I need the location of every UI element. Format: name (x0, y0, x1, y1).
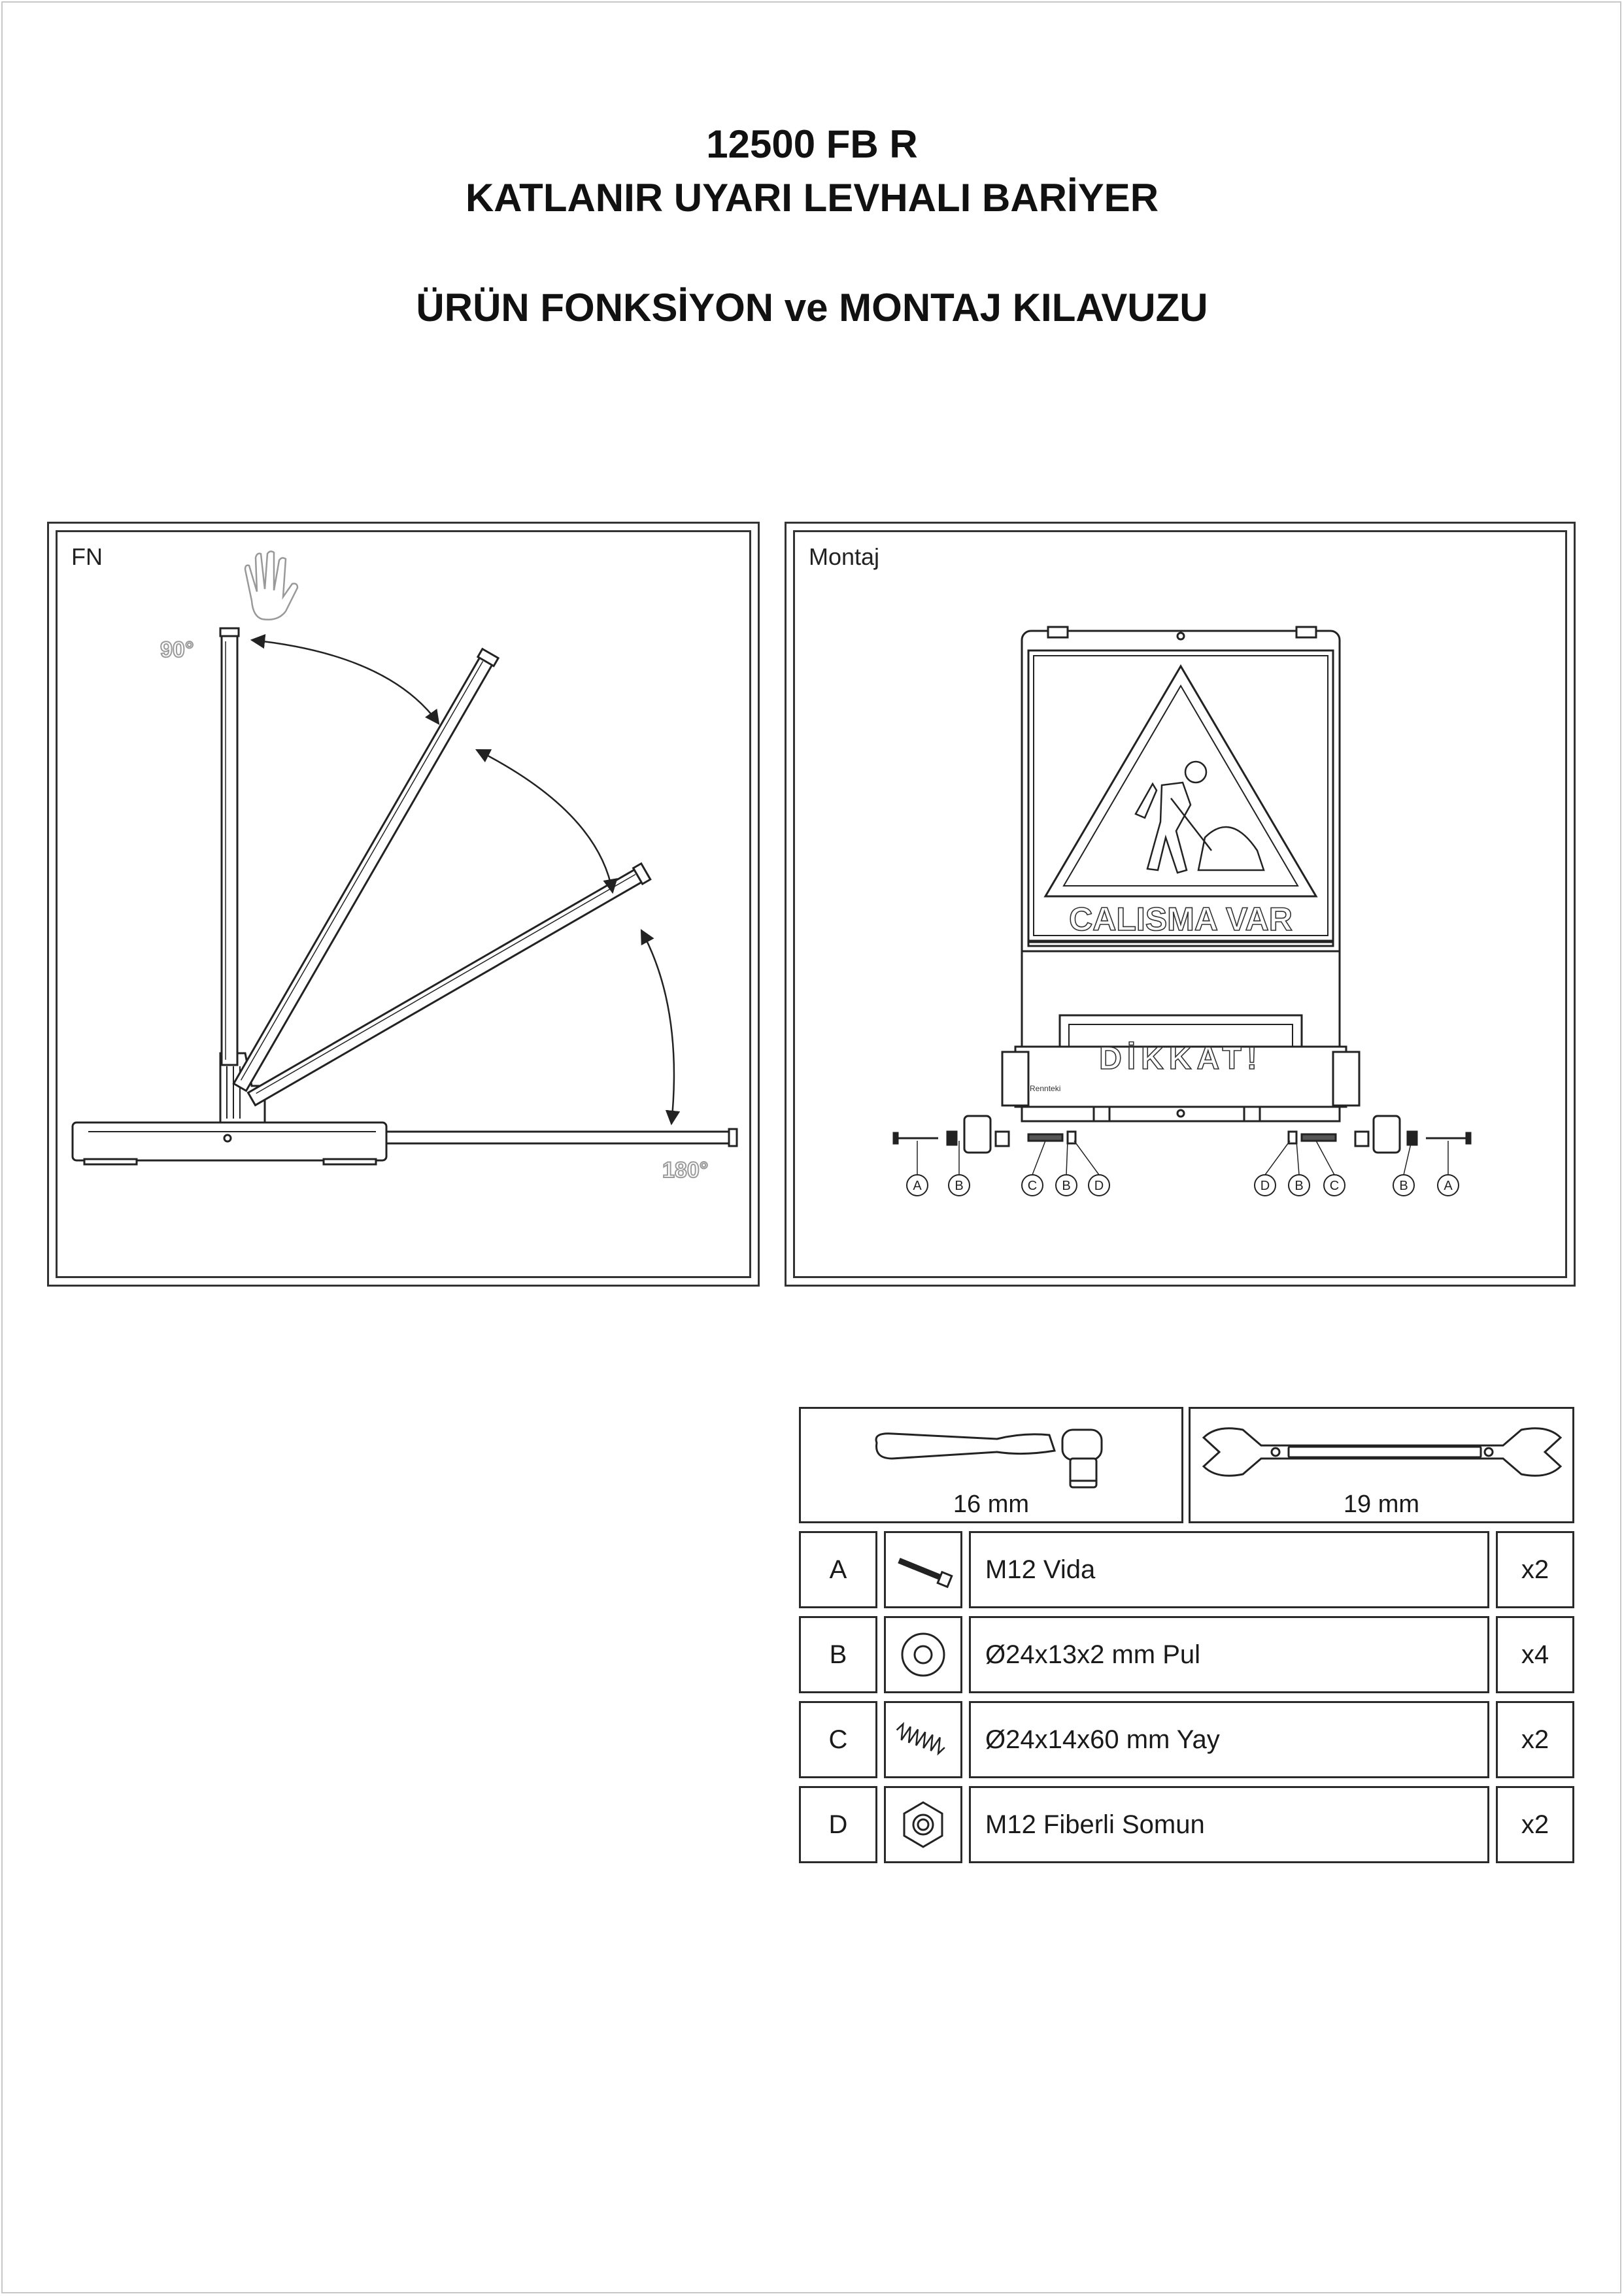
fn-panel: FN (47, 522, 760, 1287)
table-row-a-qty-cell: x2 (1496, 1531, 1574, 1608)
wrench-size: 19 mm (1343, 1491, 1420, 1518)
callout-right-1: D (1260, 1179, 1270, 1193)
product-name: KATLANIR UYARI LEVHALI BARİYER (465, 176, 1159, 220)
spring-icon (896, 1721, 945, 1756)
sign-text: CALISMA VAR (1069, 901, 1293, 937)
washer-icon (901, 1632, 945, 1677)
board-text: DİKKAT! (1099, 1041, 1262, 1076)
table-row-c-name-cell: Ø24x14x60 mm Yay (969, 1701, 1489, 1778)
angle-90-label: 90° (160, 637, 194, 662)
table-row-a-code: A (799, 1531, 877, 1608)
callout-left-4: B (1062, 1179, 1070, 1193)
brand-logo: Rennteki (1030, 1084, 1060, 1093)
callout-left-2: B (955, 1179, 963, 1193)
worker-pictogram (1134, 760, 1265, 874)
callout-right-4: B (1399, 1179, 1408, 1193)
table-row-c-qty-cell: x2 (1496, 1701, 1574, 1778)
table-row-b-name-cell: Ø24x13x2 mm Pul (969, 1616, 1489, 1693)
callout-right-3: C (1330, 1179, 1339, 1193)
montaj-panel-label: Montaj (809, 543, 880, 570)
callout-left-3: C (1028, 1179, 1037, 1193)
barrier-base (71, 1121, 388, 1166)
left-hardware (892, 1115, 1077, 1154)
bolt-icon (898, 1557, 953, 1589)
right-hardware (1287, 1115, 1472, 1154)
rotation-arrow-3 (640, 929, 681, 1126)
arm-30 (246, 862, 652, 1107)
tool-ratchet: 16 mm (799, 1407, 1183, 1523)
table-row-d-icon-cell (884, 1786, 962, 1863)
callout-circles (906, 1174, 1459, 1196)
document-title: 12500 FB R KATLANIR UYARI LEVHALI BARİYE… (0, 118, 1624, 335)
rotation-arrow-1 (250, 633, 440, 725)
callout-left-5: D (1094, 1179, 1104, 1193)
guide-title: ÜRÜN FONKSİYON ve MONTAJ KILAVUZU (416, 286, 1208, 329)
callout-leaders (917, 1140, 1449, 1175)
rotation-arrow-2 (475, 749, 618, 894)
arm-60 (232, 647, 500, 1092)
arm-180 (385, 1128, 738, 1147)
ratchet-wrench-icon (875, 1428, 1103, 1489)
table-row-b-qty-cell: x4 (1496, 1616, 1574, 1693)
angle-180-label: 180° (662, 1158, 708, 1183)
table-row-c-code: C (799, 1701, 877, 1778)
hand-icon (244, 550, 299, 620)
ratchet-size: 16 mm (953, 1491, 1030, 1518)
assembly-diagram: CALISMA VAR DİKKAT! Rennteki A B C B D D… (892, 626, 1472, 1196)
nylon-nut-icon (903, 1801, 943, 1848)
arm-90 (219, 627, 240, 1066)
montaj-panel: Montaj (785, 522, 1576, 1287)
table-row-d-qty-cell: x2 (1496, 1786, 1574, 1863)
callout-left-1: A (913, 1179, 922, 1193)
table-row-d-code: D (799, 1786, 877, 1863)
table-row-c-icon-cell (884, 1701, 962, 1778)
callout-right-2: B (1294, 1179, 1303, 1193)
table-row-a-icon-cell (884, 1531, 962, 1608)
model-number: 12500 FB R (706, 122, 918, 166)
table-row-d-name-cell: M12 Fiberli Somun (969, 1786, 1489, 1863)
folding-arm-diagram: 90° 180° (71, 550, 738, 1183)
table-row-b-icon-cell (884, 1616, 962, 1693)
open-end-wrench-icon (1202, 1427, 1563, 1477)
tool-wrench: 19 mm (1189, 1407, 1574, 1523)
callout-right-5: A (1444, 1179, 1453, 1193)
fn-panel-label: FN (71, 543, 103, 570)
table-row-a-name-cell: M12 Vida (969, 1531, 1489, 1608)
table-row-b-code: B (799, 1616, 877, 1693)
sign-base (1014, 1045, 1347, 1108)
